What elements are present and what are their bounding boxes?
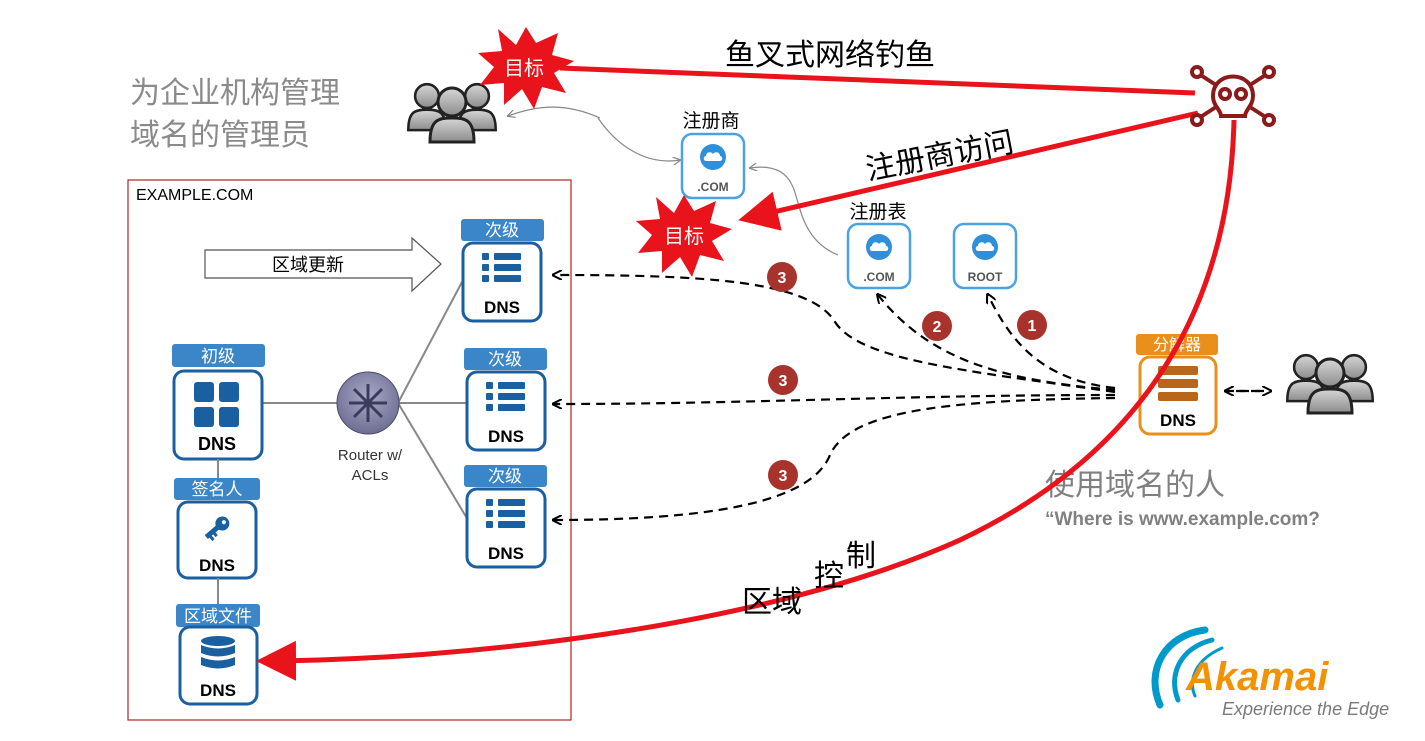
admin-person-group-icon	[407, 82, 497, 144]
zone-file-dns-node: 区域文件 DNS	[176, 604, 260, 706]
flow-to-secondary-2	[554, 393, 1116, 404]
svg-text:3: 3	[779, 468, 788, 485]
akamai-tagline: Experience the Edge	[1222, 699, 1389, 719]
user-person-group-icon	[1286, 353, 1374, 415]
user-title: 使用域名的人	[1045, 468, 1225, 503]
key-icon	[204, 516, 230, 542]
zone-control-label-part3: 制	[846, 539, 876, 574]
admin-link-arc	[508, 106, 601, 119]
svg-text:3: 3	[778, 270, 787, 287]
secondary-label-2: DNS	[488, 427, 524, 446]
secondary-tag-2: 次级	[488, 350, 522, 370]
router-icon	[336, 371, 400, 435]
cloud-icon	[700, 144, 726, 170]
svg-text:3: 3	[779, 373, 788, 390]
step-badge-3b: 3	[768, 365, 798, 395]
zone-box-title: EXAMPLE.COM	[136, 187, 253, 204]
target-starburst-admin: 目标	[478, 27, 574, 109]
step-badge-1: 1	[1017, 310, 1047, 340]
step-badge-3c: 3	[768, 460, 798, 490]
cloud-icon	[866, 234, 892, 260]
admin-title-line1: 为企业机构管理	[130, 76, 340, 111]
primary-dns-node: 初级 DNS	[172, 344, 338, 461]
primary-tag: 初级	[201, 347, 235, 367]
zone-update-arrow: 区域更新	[204, 236, 442, 293]
zone-control-label-part2: 控	[814, 559, 844, 594]
akamai-logo: Akamai Experience the Edge	[1151, 626, 1389, 719]
registry-node: 注册表 .COM	[846, 201, 912, 290]
registrar-attack-line	[738, 110, 1199, 231]
resolver-label: DNS	[1160, 411, 1196, 430]
flow-to-root	[988, 295, 1116, 390]
grid-icon	[194, 382, 239, 427]
registrar-link-arc	[597, 117, 680, 161]
list-icon	[482, 253, 521, 282]
secondary-dns-node-3: 次级 DNS	[464, 465, 547, 569]
root-node: ROOT	[952, 222, 1018, 290]
cloud-icon	[972, 234, 998, 260]
svg-text:2: 2	[933, 319, 942, 336]
registrar-node: 注册商 .COM	[680, 110, 746, 200]
registry-badge: .COM	[863, 270, 894, 284]
zone-file-tag: 区域文件	[184, 607, 252, 627]
zone-file-label: DNS	[200, 681, 236, 700]
stack-icon	[1158, 366, 1198, 401]
list-icon	[486, 499, 525, 528]
signer-label: DNS	[199, 556, 235, 575]
zone-boundary-box	[127, 179, 572, 721]
registrar-access-label: 注册商访问	[863, 125, 1017, 188]
akamai-wordmark: Akamai	[1185, 655, 1329, 699]
zone-control-attack-line	[256, 119, 1237, 681]
registry-title: 注册表	[849, 201, 906, 223]
database-icon	[201, 636, 235, 669]
secondary-tag-3: 次级	[488, 467, 522, 487]
target-label-admin: 目标	[504, 56, 544, 80]
primary-label: DNS	[198, 434, 236, 454]
secondary-label-1: DNS	[484, 298, 520, 317]
target-label-registrar: 目标	[664, 224, 704, 248]
secondary-dns-node-1: 次级 DNS	[461, 219, 544, 323]
attack-paths	[256, 65, 1237, 681]
registry-link-arc	[750, 167, 839, 256]
step-badge-2: 2	[922, 311, 952, 341]
registrar-title: 注册商	[682, 110, 739, 132]
phishing-attack-line	[559, 65, 1196, 96]
admin-title-line2: 域名的管理员	[130, 118, 310, 153]
secondary-tag-1: 次级	[485, 221, 519, 241]
zone-update-label: 区域更新	[272, 255, 344, 276]
list-icon	[486, 382, 525, 411]
zone-control-label-part1: 区域	[742, 585, 802, 620]
flow-to-secondary-1	[554, 275, 1116, 394]
signer-tag: 签名人	[192, 480, 243, 500]
secondary-dns-node-2: 次级 DNS	[464, 348, 547, 452]
zone-control-label: 区域 控 制	[742, 539, 876, 620]
router-node: Router w/ ACLs	[336, 281, 469, 521]
user-question: “Where is www.example.com?	[1045, 509, 1320, 530]
registrar-badge: .COM	[697, 180, 728, 194]
skull-crossbones-icon	[1190, 65, 1276, 127]
root-badge: ROOT	[968, 270, 1003, 284]
secondary-label-3: DNS	[488, 544, 524, 563]
svg-text:1: 1	[1028, 318, 1037, 335]
signer-dns-node: 签名人 DNS	[174, 478, 260, 580]
target-starburst-registrar: 目标	[636, 195, 732, 277]
step-badge-3a: 3	[767, 262, 797, 292]
flow-to-secondary-3	[554, 396, 1116, 520]
router-label-line2: ACLs	[352, 467, 389, 484]
resolution-flows	[554, 275, 1270, 520]
phishing-label: 鱼叉式网络钓鱼	[725, 38, 935, 73]
flow-to-registry	[878, 295, 1116, 392]
router-label-line1: Router w/	[338, 447, 403, 464]
